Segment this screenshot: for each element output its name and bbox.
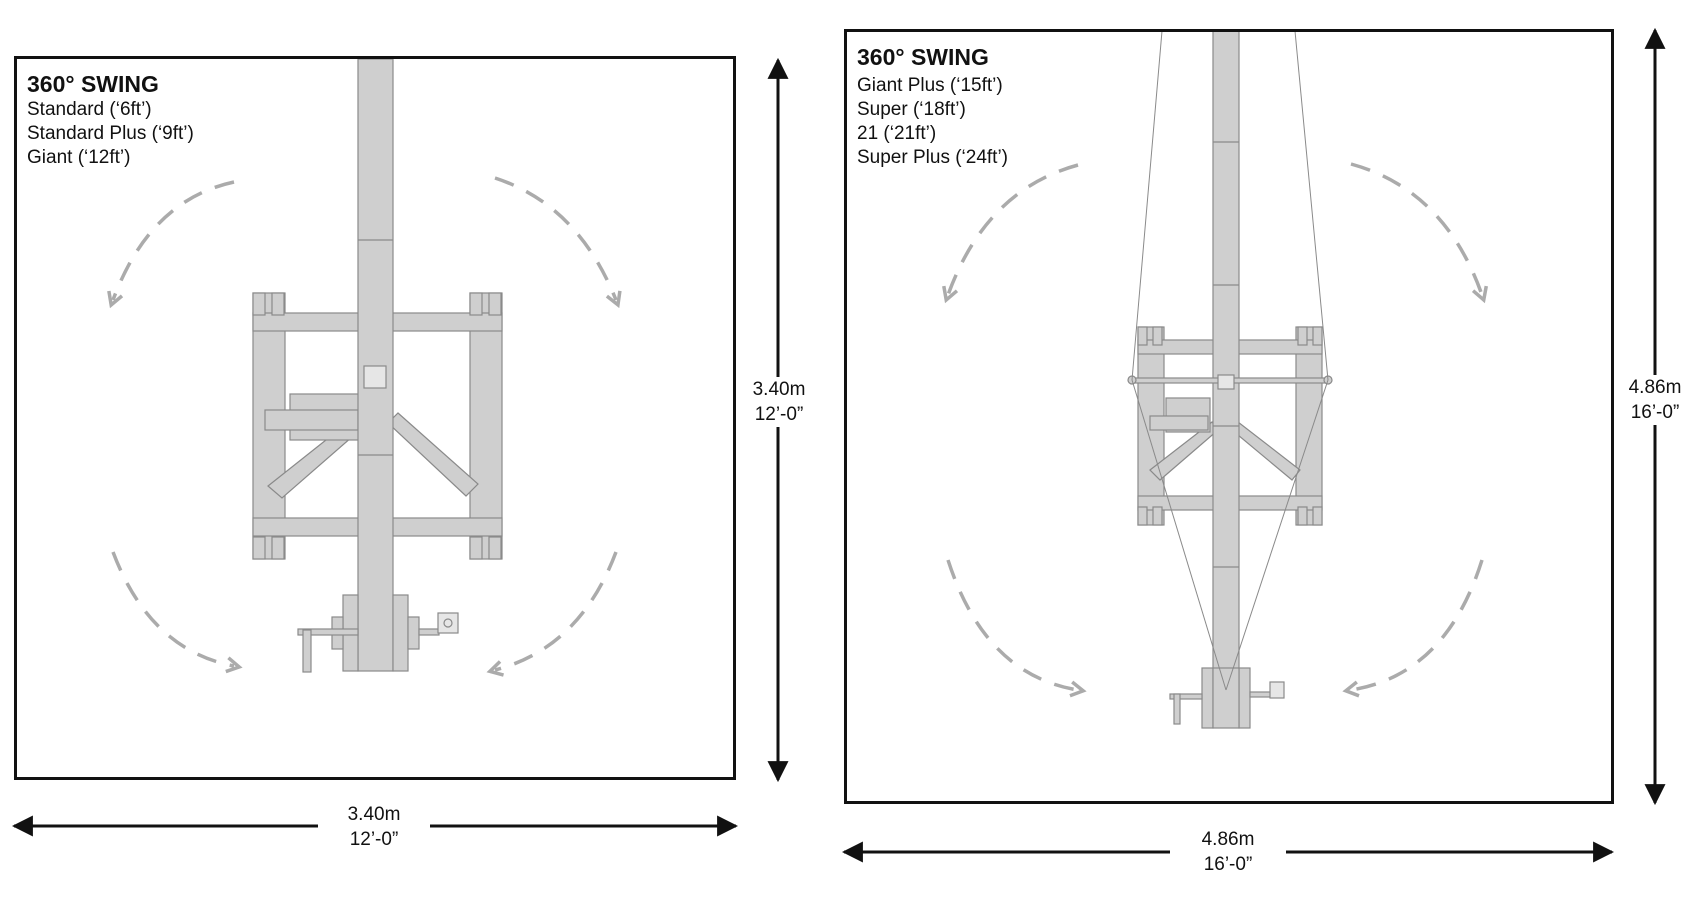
right-width-metric: 4.86m: [1201, 829, 1255, 850]
left-width-imperial: 12’-0”: [349, 829, 399, 850]
right-height-metric: 4.86m: [1628, 377, 1682, 398]
right-height-imperial: 16’-0”: [1630, 402, 1680, 423]
left-size-list: Standard (‘6ft’) Standard Plus (‘9ft’) G…: [27, 98, 194, 170]
right-width-label: 4.86m 16’-0”: [1170, 827, 1286, 877]
left-swing-area: 360° SWING Standard (‘6ft’) Standard Plu…: [14, 56, 736, 780]
right-height-label: 4.86m 16’-0”: [1623, 375, 1687, 425]
left-height-label: 3.40m 12’-0”: [748, 377, 810, 427]
left-size-item: Giant (‘12ft’): [27, 147, 131, 168]
right-size-item: Giant Plus (‘15ft’): [857, 75, 1003, 96]
right-swing-arrows: [942, 162, 1488, 698]
left-height-metric: 3.40m: [752, 379, 806, 400]
right-size-list: Giant Plus (‘15ft’) Super (‘18ft’) 21 (‘…: [857, 74, 1008, 170]
left-size-item: Standard Plus (‘9ft’): [27, 123, 194, 144]
right-width-imperial: 16’-0”: [1203, 854, 1253, 875]
left-crane-drawing: [252, 58, 503, 673]
right-swing-area: 360° SWING Giant Plus (‘15ft’) Super (‘1…: [844, 29, 1614, 804]
right-size-item: Super (‘18ft’): [857, 99, 966, 120]
right-crane-drawing: [1127, 30, 1333, 729]
left-width-metric: 3.40m: [347, 804, 401, 825]
left-width-label: 3.40m 12’-0”: [318, 802, 430, 852]
left-swing-arrows: [107, 176, 622, 677]
right-size-item: Super Plus (‘24ft’): [857, 147, 1009, 168]
right-size-item: 21 (‘21ft’): [857, 123, 937, 144]
left-size-item: Standard (‘6ft’): [27, 99, 152, 120]
left-title: 360° SWING: [27, 71, 159, 97]
left-height-imperial: 12’-0”: [754, 404, 804, 425]
right-crane-cables: [1131, 30, 1329, 691]
right-title: 360° SWING: [857, 44, 989, 70]
